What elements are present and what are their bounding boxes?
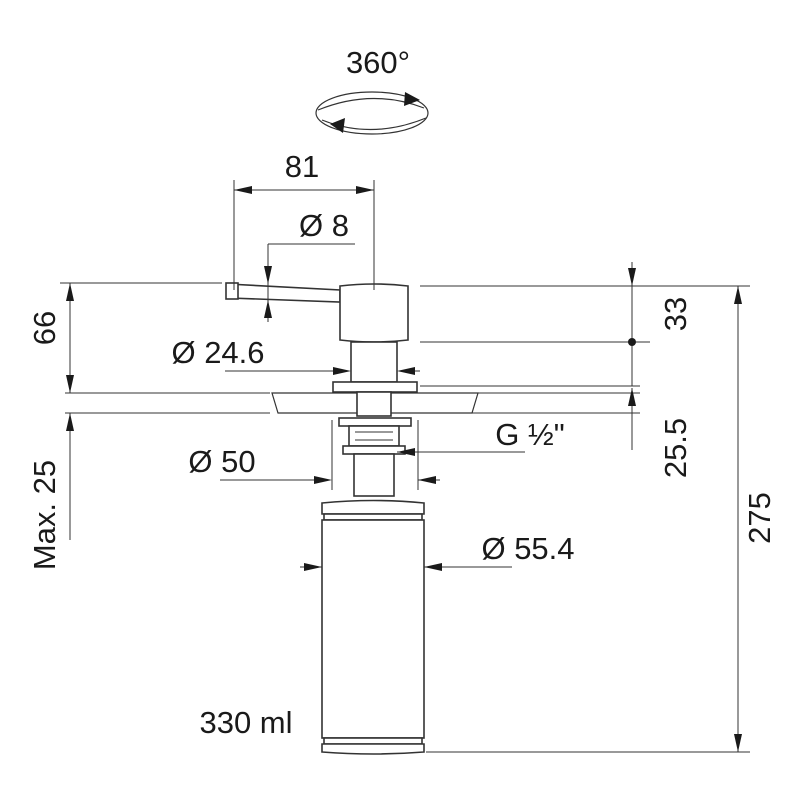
dim-max25-label: Max. 25 <box>27 460 62 570</box>
dim-d8-label: Ø 8 <box>299 208 349 243</box>
dimension-d55-4 <box>300 563 512 571</box>
dimension-81 <box>233 180 375 290</box>
dispenser-head <box>225 282 409 343</box>
dim-25-5-label: 25.5 <box>658 418 693 478</box>
dimension-275 <box>426 286 750 753</box>
dim-275-label: 275 <box>742 492 777 544</box>
rotation-label: 360° <box>346 45 410 80</box>
dimension-66 <box>60 282 222 393</box>
dim-66-label: 66 <box>27 311 62 345</box>
volume-label: 330 ml <box>199 705 292 740</box>
dim-33-label: 33 <box>658 297 693 331</box>
bottle <box>321 499 425 755</box>
worktop <box>65 392 640 414</box>
dimension-d50 <box>220 420 440 490</box>
rotation-icon <box>315 91 429 135</box>
stem <box>332 341 418 497</box>
dim-d24-6-label: Ø 24.6 <box>171 335 264 370</box>
dimension-d8 <box>264 243 355 322</box>
dimension-max25 <box>66 413 74 540</box>
dimension-d24-6 <box>225 367 420 375</box>
dimension-thread <box>397 448 525 456</box>
dimension-33 <box>420 262 750 387</box>
dim-d55-4-label: Ø 55.4 <box>481 531 574 566</box>
dim-d50-label: Ø 50 <box>188 444 255 479</box>
dim-81-label: 81 <box>285 149 319 184</box>
dimension-25-5 <box>420 388 640 450</box>
thread-label: G ½" <box>495 417 565 452</box>
